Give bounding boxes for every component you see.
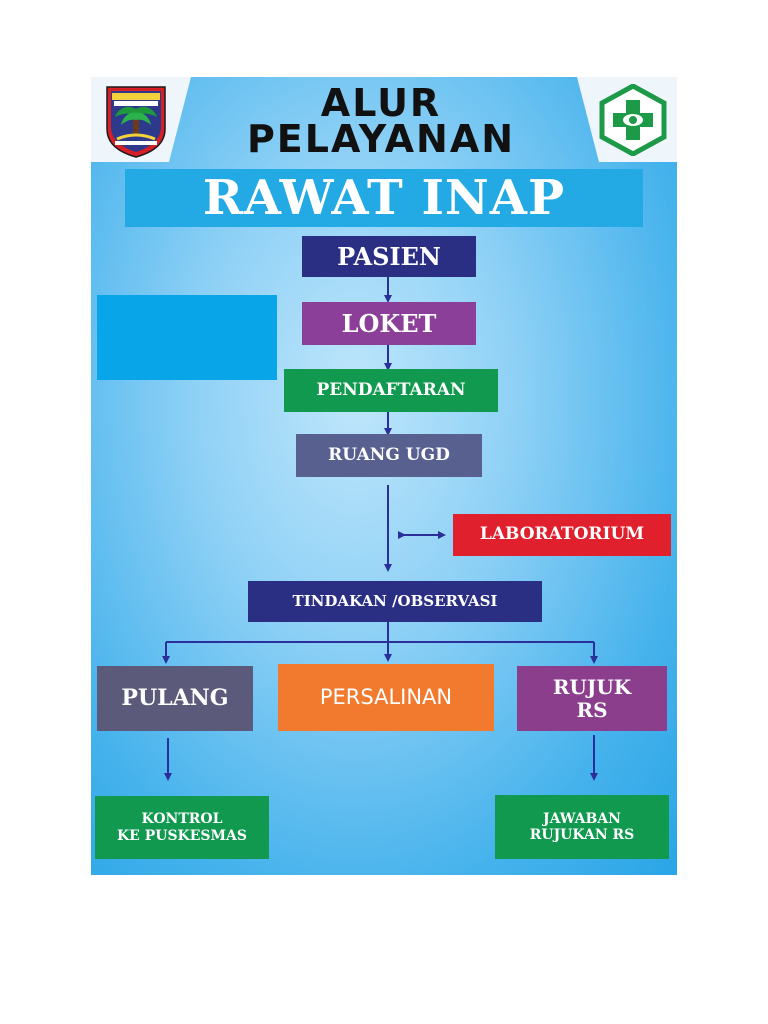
- node-persalinan-label: PERSALINAN: [319, 685, 453, 710]
- node-kontrol-label-line1: KONTROL: [141, 811, 223, 828]
- node-ruang-ugd: RUANG UGD: [296, 434, 482, 477]
- node-pendaftaran-label: PENDAFTARAN: [316, 379, 466, 400]
- node-rujuk-label-line1: RUJUK: [552, 674, 632, 699]
- regional-emblem-logo: [106, 86, 166, 158]
- puskesmas-logo: [599, 84, 667, 156]
- node-loket: LOKET: [302, 302, 476, 345]
- node-pasien-label: PASIEN: [337, 241, 441, 271]
- title-line-2: PELAYANAN: [246, 117, 516, 161]
- blank-panel: [97, 295, 277, 380]
- node-rujuk-rs: RUJUK RS: [517, 666, 667, 731]
- node-pasien: PASIEN: [302, 236, 476, 277]
- node-tindakan-observasi: TINDAKAN /OBSERVASI: [248, 581, 542, 622]
- node-pulang: PULANG: [97, 666, 253, 731]
- node-pendaftaran: PENDAFTARAN: [284, 369, 498, 412]
- node-pulang-label: PULANG: [121, 684, 229, 711]
- poster: ALUR PELAYANAN RAWAT INAP PASIEN LOKET: [91, 77, 677, 875]
- node-loket-label: LOKET: [341, 308, 437, 338]
- node-rujuk-label-line2: RS: [576, 697, 608, 722]
- node-kontrol-label-line2: KE PUSKESMAS: [117, 827, 247, 844]
- flow-connectors: [162, 277, 598, 781]
- banner-rawat-inap: RAWAT INAP: [125, 169, 643, 227]
- title-line-1: ALUR: [320, 81, 442, 125]
- node-tindakan-label: TINDAKAN /OBSERVASI: [292, 591, 498, 610]
- node-jawaban-label-line1: JAWABAN: [543, 810, 621, 827]
- node-laboratorium-label: LABORATORIUM: [479, 524, 645, 545]
- node-kontrol-puskesmas: KONTROL KE PUSKESMAS: [95, 796, 269, 859]
- node-ruang-ugd-label: RUANG UGD: [328, 444, 450, 465]
- node-laboratorium: LABORATORIUM: [453, 514, 671, 556]
- node-jawaban-label-line2: RUJUKAN RS: [529, 827, 635, 843]
- node-jawaban-rujukan: JAWABAN RUJUKAN RS: [495, 795, 669, 859]
- node-persalinan: PERSALINAN: [278, 664, 494, 731]
